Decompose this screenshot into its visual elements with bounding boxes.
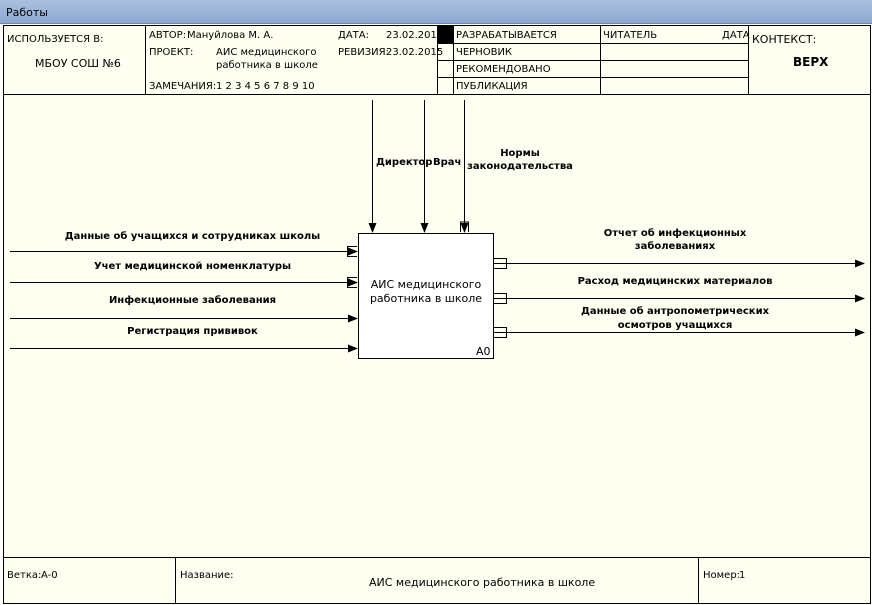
reader-date-label: ДАТА bbox=[722, 30, 750, 41]
activity-box-label-line2: работника в школе bbox=[369, 292, 483, 305]
input-label-nomenclature: Учет медицинской номенклатуры bbox=[93, 261, 292, 272]
footer-title-label: Название: bbox=[180, 570, 234, 581]
notes-value: 1 2 3 4 5 6 7 8 9 10 bbox=[216, 81, 315, 92]
output-label-anthro-line2: осмотров учащихся bbox=[617, 320, 733, 331]
project-value-line2: работника в школе bbox=[216, 60, 318, 71]
control-tunnel-norms bbox=[460, 221, 469, 232]
context-label: КОНТЕКСТ: bbox=[752, 33, 817, 46]
footer-node-label: Ветка: bbox=[7, 570, 42, 581]
output-tunnel-report bbox=[494, 258, 507, 269]
control-label-norms-line1: Нормы bbox=[500, 148, 540, 159]
context-value: ВЕРХ bbox=[793, 55, 829, 69]
input-label-students-staff: Данные об учащихся и сотрудниках школы bbox=[64, 231, 321, 242]
activity-box-label-line1: АИС медицинского bbox=[370, 278, 482, 291]
input-label-vaccinations: Регистрация прививок bbox=[127, 326, 258, 337]
status-draft: ЧЕРНОВИК bbox=[456, 47, 513, 58]
date-label: ДАТА: bbox=[338, 30, 369, 41]
revision-value: 23.02.2015 bbox=[386, 47, 444, 58]
activity-box-a0[interactable] bbox=[358, 233, 494, 359]
output-label-report-line1: Отчет об инфекционных bbox=[603, 228, 747, 239]
reader-label: ЧИТАТЕЛЬ bbox=[603, 30, 658, 41]
input-tunnel-nomenclature bbox=[347, 277, 357, 288]
input-tunnel-students-staff bbox=[347, 246, 357, 257]
project-label: ПРОЕКТ: bbox=[149, 47, 194, 58]
output-label-report-line2: заболеваниях bbox=[634, 241, 716, 252]
footer-node-value: A-0 bbox=[41, 570, 58, 581]
status-recommended: РЕКОМЕНДОВАНО bbox=[456, 64, 551, 75]
author-value: Мануйлова М. А. bbox=[187, 30, 274, 41]
output-tunnel-consumption bbox=[494, 293, 507, 304]
control-label-norms-line2: законодательства bbox=[467, 161, 573, 172]
revision-label: РЕВИЗИЯ: bbox=[338, 47, 389, 58]
status-working-marker bbox=[438, 26, 453, 43]
footer-number-value: 1 bbox=[739, 570, 746, 581]
output-tunnel-anthro bbox=[494, 327, 507, 338]
control-label-director: Директор bbox=[376, 157, 433, 168]
footer-number-label: Номер: bbox=[703, 570, 741, 581]
window-title: Работы bbox=[6, 6, 48, 19]
status-working: РАЗРАБАТЫВАЕТСЯ bbox=[456, 30, 557, 41]
used-in-value: МБОУ СОШ №6 bbox=[35, 57, 121, 70]
activity-box-number: A0 bbox=[476, 345, 491, 358]
notes-label: ЗАМЕЧАНИЯ: bbox=[149, 81, 217, 92]
control-label-doctor: Врач bbox=[433, 157, 462, 168]
author-label: АВТОР: bbox=[149, 30, 187, 41]
output-label-anthro-line1: Данные об антропометрических bbox=[580, 306, 770, 317]
date-value: 23.02.2015 bbox=[386, 30, 444, 41]
status-publication: ПУБЛИКАЦИЯ bbox=[456, 81, 528, 92]
used-in-label: ИСПОЛЬЗУЕТСЯ В: bbox=[7, 34, 104, 45]
output-label-consumption: Расход медицинских материалов bbox=[577, 276, 773, 287]
project-value-line1: АИС медицинского bbox=[216, 47, 317, 58]
window-titlebar: Работы bbox=[0, 0, 872, 24]
input-label-infectious: Инфекционные заболевания bbox=[108, 295, 277, 306]
footer-title-value: АИС медицинского работника в школе bbox=[369, 576, 596, 589]
